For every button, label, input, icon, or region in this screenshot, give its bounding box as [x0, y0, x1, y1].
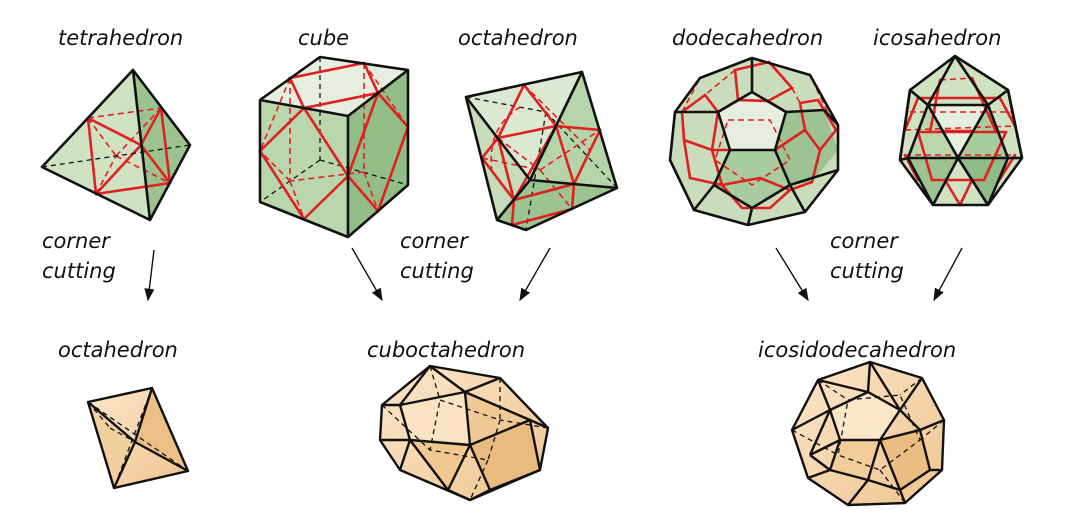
- label-cube: cube: [298, 26, 350, 50]
- label-tetrahedron: tetrahedron: [58, 26, 184, 50]
- arrow-2: [351, 247, 383, 302]
- caption-corner-cutting-1: corner cutting: [42, 226, 116, 286]
- cuboctahedron-shape: [378, 364, 550, 502]
- caption-line-1: corner: [400, 229, 468, 253]
- icosahedron-shape: [898, 54, 1024, 207]
- label-dodecahedron: dodecahedron: [672, 26, 824, 50]
- icosidodecahedron-shape: [790, 360, 946, 507]
- caption-line-2: cutting: [42, 259, 116, 283]
- label-cuboctahedron: cuboctahedron: [367, 338, 526, 362]
- label-octahedron-top: octahedron: [458, 26, 578, 50]
- dodecahedron-shape: [668, 56, 840, 227]
- caption-line-2: cutting: [400, 259, 474, 283]
- tetrahedron-shape: [40, 68, 192, 222]
- cube-shape: [258, 55, 410, 239]
- label-icosahedron: icosahedron: [873, 26, 1002, 50]
- arrow-4: [775, 247, 809, 302]
- caption-corner-cutting-3: corner cutting: [830, 226, 904, 286]
- octahedron-top-shape: [464, 70, 619, 232]
- caption-line-1: corner: [42, 229, 110, 253]
- octahedron-bottom-shape: [86, 386, 190, 490]
- caption-line-1: corner: [830, 229, 898, 253]
- arrow-5: [933, 247, 963, 302]
- label-icosidodecahedron: icosidodecahedron: [758, 338, 957, 362]
- arrow-1: [144, 249, 155, 302]
- caption-corner-cutting-2: corner cutting: [400, 226, 474, 286]
- caption-line-2: cutting: [830, 259, 904, 283]
- label-octahedron-bottom: octahedron: [58, 338, 178, 362]
- arrows: [144, 247, 963, 302]
- arrow-3: [519, 247, 551, 302]
